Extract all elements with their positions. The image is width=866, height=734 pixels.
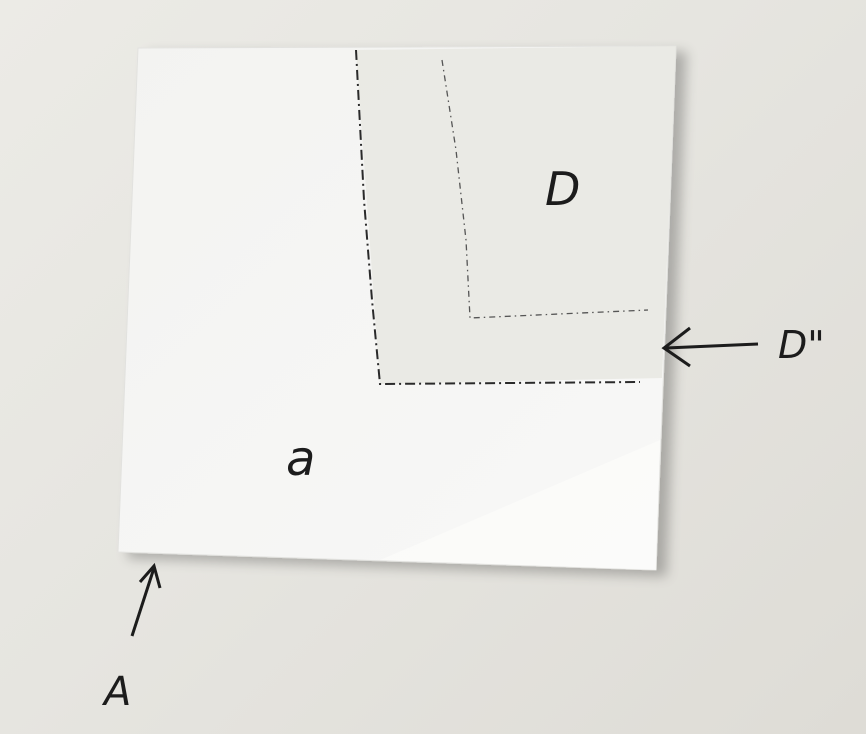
fold-shadow — [380, 440, 660, 570]
sheet-label: a — [286, 431, 315, 487]
bottom-arrow — [130, 562, 162, 637]
right-arrow-label: D" — [778, 323, 825, 367]
bottom-arrow-label: A — [101, 669, 131, 715]
right-arrow — [661, 326, 759, 368]
overlay-outline — [355, 49, 641, 386]
overlay-label: D — [545, 162, 580, 216]
overlay-sheet — [356, 46, 676, 384]
inner-outline — [441, 59, 649, 319]
